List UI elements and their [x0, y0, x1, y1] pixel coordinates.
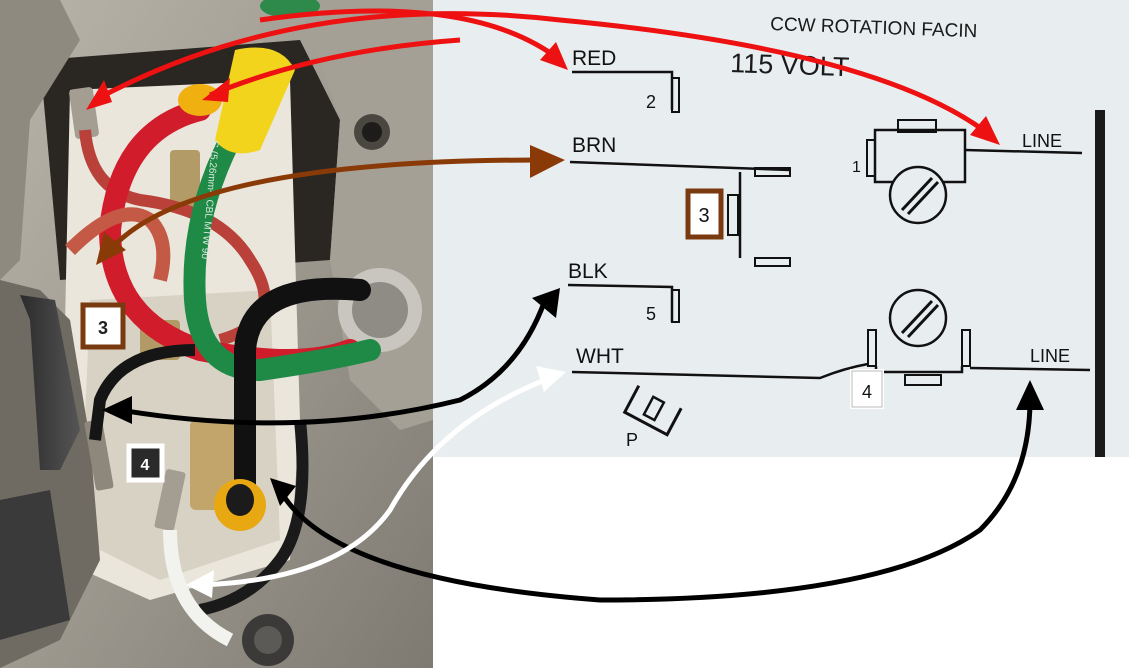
brown-arrow-head-left	[96, 232, 126, 265]
bottom-screw-slot-b	[906, 303, 940, 339]
top-switch-terminal-1	[866, 139, 876, 177]
motor-photo-illustration: G (5.26mm²) CBL MTW 90 3 4	[0, 0, 433, 668]
bottom-switch-tab	[904, 374, 942, 386]
blank-area	[433, 457, 1129, 668]
wire-green	[183, 129, 381, 382]
bottom-switch-terminal	[867, 329, 877, 367]
black-arrow-terminal-head	[102, 396, 132, 424]
top-line-wire	[964, 148, 1083, 155]
brn-wire-line	[569, 160, 791, 172]
top-line-label: LINE	[1022, 131, 1062, 151]
protector-label: P	[626, 430, 638, 450]
brn-terminal-3	[727, 194, 739, 236]
brn-wire-label: BRN	[572, 134, 616, 157]
red-terminal-2	[671, 77, 680, 113]
blk-terminal-number: 5	[646, 304, 656, 324]
terminal-4-badge-label: 4	[141, 457, 150, 474]
terminal-lug-mid	[170, 150, 200, 210]
black-arrow-line-shaft	[277, 399, 1033, 603]
top-screw-slot-a	[900, 176, 934, 212]
wht-terminal-badge-outline	[851, 370, 883, 408]
line-terminal-number: 1	[852, 159, 861, 176]
brown-arrow-head-right	[530, 145, 565, 178]
white-arrow-head-right	[536, 366, 566, 392]
blk-terminal-5	[671, 289, 680, 323]
wht-wire-label: WHT	[576, 345, 624, 368]
terminal-3-badge-label: 3	[98, 318, 108, 338]
brn-terminal-top-tab	[754, 167, 791, 177]
red-arrow-long-shaft	[93, 11, 992, 137]
protector-symbol	[622, 385, 683, 437]
bottom-screw-slot-a	[900, 299, 934, 335]
wht-terminal-number: 4	[862, 382, 872, 402]
wire-black-thick	[234, 277, 371, 501]
terminal-3-badge	[80, 302, 126, 350]
red-arrow-line-head	[970, 116, 1000, 145]
black-arrow-line-head	[1016, 380, 1044, 410]
top-screw-slot-b	[906, 180, 940, 216]
blk-wire-label: BLK	[568, 260, 608, 283]
black-arrow-blk-head	[532, 288, 560, 318]
white-arrow-shaft	[199, 375, 551, 588]
red-arrow-upper-shaft	[259, 8, 562, 62]
rubber-gasket	[20, 295, 80, 470]
brn-terminal-badge	[685, 188, 724, 240]
red-arrow-connector-shaft	[209, 37, 461, 98]
mounting-hole-inner	[362, 122, 382, 142]
brn-terminal-number: 3	[698, 205, 709, 227]
label-edge	[1095, 110, 1105, 457]
wht-wire-line	[571, 362, 869, 380]
bottom-switch-terminal-right	[961, 329, 971, 367]
white-arrow-head-left	[186, 570, 214, 598]
terminal-4-badge	[126, 443, 165, 483]
red-terminal-number: 2	[646, 92, 656, 112]
red-wire-label: RED	[572, 47, 616, 70]
wire-black-thin	[89, 344, 196, 441]
motor-terminal-photo: G (5.26mm²) CBL MTW 90 3 4	[0, 0, 433, 668]
casting-left-top	[0, 0, 80, 280]
red-arrow-upper-head-right	[540, 42, 568, 70]
casting-slot	[0, 490, 70, 640]
terminal-2-lug	[69, 87, 99, 139]
brn-terminal-bottom-tab	[754, 257, 791, 267]
bottom-line-wire	[969, 366, 1091, 372]
bottom-line-label: LINE	[1030, 346, 1070, 366]
brown-arrow-shaft	[108, 157, 541, 252]
black-arrow-bottom-tail	[270, 478, 296, 506]
black-arrow-blk-shaft	[119, 299, 548, 426]
red-arrow-terminal-head	[86, 80, 112, 110]
bottom-bolt-head	[254, 626, 282, 654]
terminal-4-lug	[154, 469, 186, 531]
red-arrow-connector-head	[202, 78, 230, 102]
top-switch-tab	[897, 119, 937, 133]
wire-black-bottom	[198, 419, 309, 616]
wire-white	[163, 529, 234, 647]
yellow-connector-bottom-inner	[226, 484, 254, 516]
